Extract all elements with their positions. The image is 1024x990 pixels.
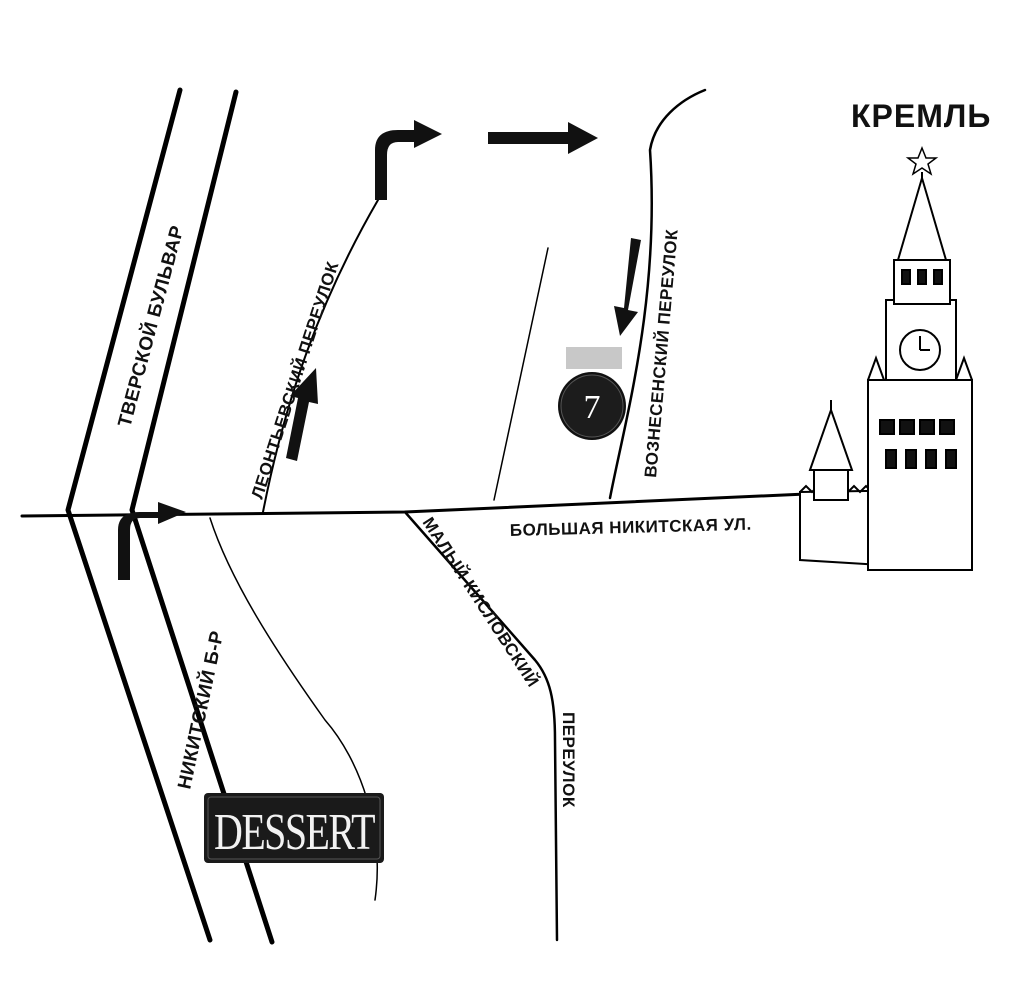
location-marker-icon: 7 (558, 372, 626, 440)
star-icon (905, 145, 939, 176)
bolshaya-nikitskaya-label: БОЛЬШАЯ НИКИТСКАЯ УЛ. (510, 515, 752, 540)
pereulok-label: ПЕРЕУЛОК (559, 712, 578, 808)
arrow-icon (118, 502, 186, 580)
leontievsky-lane (262, 199, 379, 513)
dessert-logo: DESSERT (204, 793, 384, 863)
voznesensky-lane (608, 88, 707, 500)
dessert-logo-text: DESSERT (214, 804, 375, 861)
arrow-icon (286, 368, 318, 461)
nikitsky-boulevard-label: НИКИТСКИЙ Б-Р (173, 629, 228, 791)
arrow-icon (488, 122, 598, 154)
arrow-icon (614, 238, 641, 336)
maly-kislovsky-lane (403, 510, 559, 942)
voznesensky-lane-label: ВОЗНЕСЕНСКИЙ ПЕРЕУЛОК (641, 228, 682, 478)
destination-building (566, 347, 622, 369)
spasskaya-tower-icon (867, 145, 973, 571)
side-street (493, 247, 549, 501)
kremlin-label: КРЕМЛЬ (851, 98, 991, 134)
route-arrows (118, 120, 641, 580)
kremlin-wall (799, 400, 931, 570)
tverskoy-boulevard-outer (65, 87, 213, 943)
destination-number: 7 (584, 389, 601, 426)
arrow-icon (375, 120, 442, 200)
leontievsky-lane-label: ЛЕОНТЬЕВСКИЙ ПЕРЕУЛОК (248, 259, 343, 501)
maly-kislovsky-label: МАЛЫЙ КИСЛОВСКИЙ (419, 514, 543, 691)
